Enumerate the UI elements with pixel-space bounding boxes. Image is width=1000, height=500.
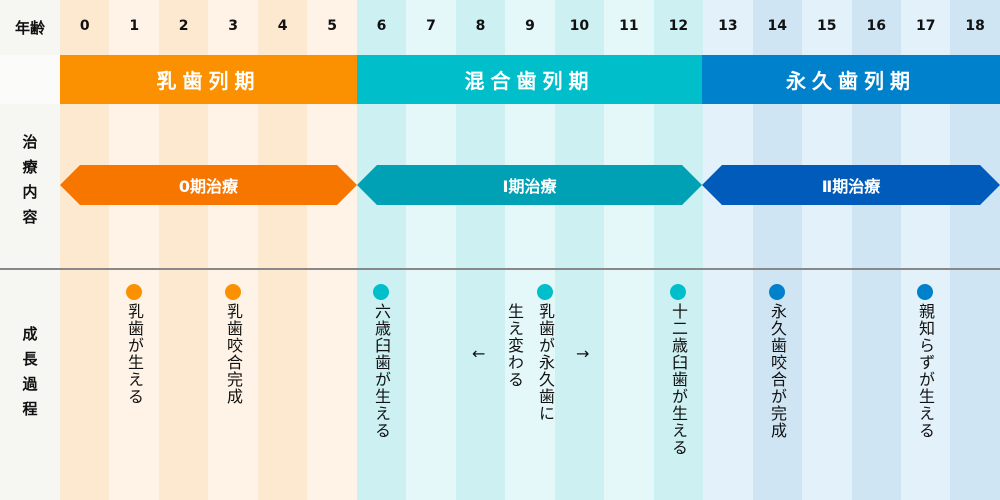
treatment-2-label: Ⅱ期治療 [821, 177, 881, 196]
marker-dot [917, 284, 933, 300]
growth-item: 乳歯が永久歯に [535, 284, 555, 422]
age-tick-label: 8 [475, 18, 486, 34]
treatment-1-arrow [357, 165, 702, 205]
growth-text: 乳歯咬合完成 [224, 303, 243, 405]
growth-item: 乳歯が生える [124, 284, 144, 405]
age-tick-label: 1 [129, 18, 140, 34]
age-tick-label: 4 [277, 18, 288, 34]
age-tick-label: 2 [178, 18, 189, 34]
age-tick-label: 11 [619, 18, 639, 34]
age-label: 年齢 [14, 19, 45, 37]
treatment-0-arrow [60, 165, 357, 205]
age-tick-label: 10 [569, 18, 590, 34]
growth-item: 永久歯咬合が完成 [767, 284, 787, 439]
growth-item: 六歳臼歯が生える [371, 284, 391, 439]
growth-text: 親知らずが生える [916, 303, 935, 439]
age-tick-label: 13 [718, 18, 738, 34]
growth-text: 乳歯が生える [125, 303, 144, 405]
age-tick-label: 14 [767, 18, 788, 34]
marker-dot [373, 284, 389, 300]
row-divider [0, 268, 1000, 270]
age-tick-label: 3 [228, 18, 239, 34]
marker-dot [225, 284, 241, 300]
growth-text: 永久歯咬合が完成 [768, 303, 787, 439]
age-tick-label: 6 [376, 18, 387, 34]
treatment-0-label: 0期治療 [178, 177, 239, 196]
age-tick-label: 5 [327, 18, 337, 34]
growth-item: 親知らずが生える [915, 284, 935, 439]
growth-text: 乳歯が永久歯に [536, 303, 555, 422]
age-tick-label: 0 [79, 18, 90, 34]
marker-dot [670, 284, 686, 300]
age-tick-label: 15 [817, 18, 837, 34]
age-tick-label: 9 [525, 18, 535, 34]
phase-permanent-dentition: 永久歯列期 [702, 55, 1000, 104]
treatment-label: 治療内容 [20, 134, 39, 234]
growth-text-sub: 生え変わる [505, 303, 524, 388]
left-arrow-icon: ← [472, 344, 486, 363]
growth-text: 十二歳臼歯が生える [669, 303, 688, 456]
growth-item-sub: 生え変わる [504, 300, 524, 388]
growth-item: 乳歯咬合完成 [223, 284, 243, 405]
age-tick-label: 16 [866, 18, 886, 34]
treatment-1-label: Ⅰ期治療 [502, 177, 557, 196]
treatment-2-arrow [702, 165, 1000, 205]
growth-label: 成長過程 [20, 326, 39, 426]
age-tick-label: 17 [915, 18, 936, 34]
age-tick-label: 12 [668, 18, 689, 34]
marker-dot [126, 284, 142, 300]
age-tick-label: 18 [965, 18, 985, 34]
phase-primary-dentition: 乳歯列期 [60, 55, 357, 104]
phase-header-blank [0, 55, 60, 104]
growth-text: 六歳臼歯が生える [372, 303, 391, 439]
phase-mixed-dentition: 混合歯列期 [357, 55, 702, 104]
marker-dot [769, 284, 785, 300]
growth-item: 十二歳臼歯が生える [668, 284, 688, 456]
marker-dot [537, 284, 553, 300]
age-tick-label: 7 [426, 18, 436, 34]
right-arrow-icon: → [576, 344, 590, 363]
